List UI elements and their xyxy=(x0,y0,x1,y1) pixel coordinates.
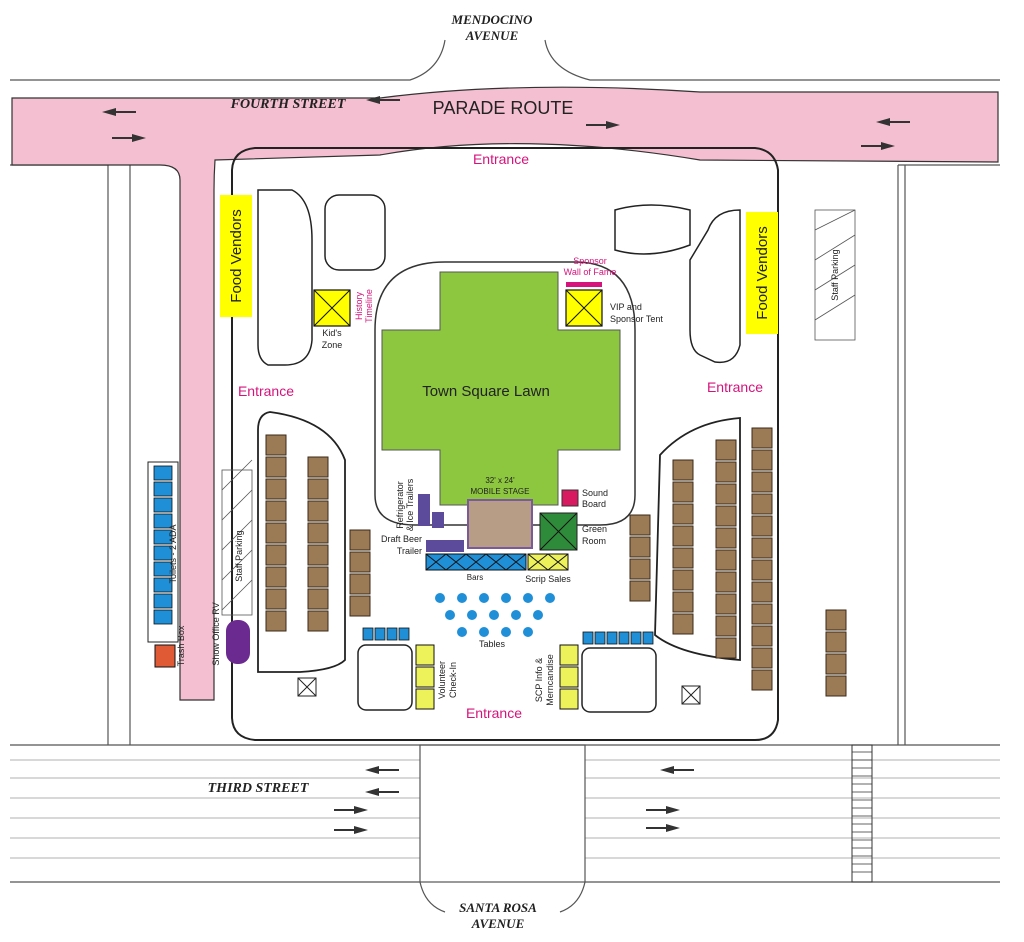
third-street-label: THIRD STREET xyxy=(208,781,310,796)
refrigerator-label-2: & Ice Trailers xyxy=(405,478,415,531)
town-square-lawn xyxy=(381,271,621,506)
entrance-right-label: Entrance xyxy=(707,379,763,395)
refrigerator-trailer xyxy=(418,494,430,526)
green-room-label-2: Room xyxy=(582,536,606,546)
upper-left-seating xyxy=(324,194,386,271)
draft-beer-label-2: Trailer xyxy=(397,546,422,556)
site-boundary xyxy=(231,147,779,741)
tables xyxy=(435,593,555,637)
small-labels: Kid's Zone VIP and Sponsor Tent 32' x 24… xyxy=(322,302,664,649)
toilets xyxy=(153,465,654,645)
crosswalk-stripes xyxy=(852,751,872,873)
tables-label: Tables xyxy=(479,639,506,649)
bottom-left-planter xyxy=(357,644,413,711)
left-dining-pod xyxy=(257,189,313,366)
staff-parking-right-label: Staff Parking xyxy=(830,249,840,300)
fourth-street-arrows xyxy=(102,96,910,150)
right-vendor-area xyxy=(654,417,741,661)
trash-box xyxy=(154,644,176,668)
green-room-x xyxy=(539,512,578,551)
mendocino-avenue-label: AVENUE xyxy=(465,28,519,43)
draft-beer-trailer xyxy=(426,540,464,552)
street-labels: MENDOCINO AVENUE FOURTH STREET THIRD STR… xyxy=(208,12,574,931)
volunteer-label-2: Check-In xyxy=(448,662,458,698)
sponsor-wall-label-1: Sponsor xyxy=(573,256,607,266)
refrigerator-trailer-2 xyxy=(432,512,444,528)
food-vendors-right-block xyxy=(746,212,778,334)
santa-rosa-label: SANTA ROSA xyxy=(459,900,537,915)
vip-label-2: Sponsor Tent xyxy=(610,314,663,324)
yellow-booths xyxy=(415,644,579,710)
sound-board-label-2: Board xyxy=(582,499,606,509)
sponsor-wall-label-2: Wall of Fame xyxy=(564,267,617,277)
mendocino-label: MENDOCINO xyxy=(451,12,534,27)
kids-zone xyxy=(313,289,351,327)
show-office-rv xyxy=(226,620,250,664)
trash-box-label: Trash Box xyxy=(176,625,186,666)
food-vendors-left-label: Food Vendors xyxy=(228,209,245,302)
history-timeline-label-1: History xyxy=(354,292,364,321)
entrance-left-label: Entrance xyxy=(238,383,294,399)
right-dining-pod xyxy=(689,209,741,364)
show-office-label: Show Office RV xyxy=(211,602,221,665)
kids-zone-label-1: Kid's xyxy=(322,328,342,338)
entrance-top-label: Entrance xyxy=(473,151,529,167)
entrance-bottom-label: Entrance xyxy=(466,705,522,721)
bottom-right-planter xyxy=(581,647,657,713)
fourth-street-label: FOURTH STREET xyxy=(230,97,347,112)
parade-route xyxy=(11,86,999,701)
santa-rosa-avenue-label: AVENUE xyxy=(471,916,525,931)
bars-row xyxy=(425,553,569,571)
bars-label: Bars xyxy=(467,573,483,582)
sound-board-label-1: Sound xyxy=(582,488,608,498)
staff-parking-left-label: Staff Parking xyxy=(234,530,244,581)
upper-right-seating xyxy=(614,204,691,255)
stage-label-1: 32' x 24' xyxy=(485,476,515,485)
vip-label-1: VIP and xyxy=(610,302,642,312)
rotated-labels: Refrigerator & Ice Trailers Volunteer Ch… xyxy=(168,249,840,705)
toilets-enclosure xyxy=(147,461,179,643)
kids-zone-label-2: Zone xyxy=(322,340,343,350)
third-street-arrows xyxy=(334,766,694,834)
food-vendors-left-block xyxy=(220,195,252,317)
toilets-label: Toilets - 2 ADA xyxy=(168,524,178,583)
refrigerator-label-1: Refrigerator xyxy=(395,481,405,529)
scrip-sales-label: Scrip Sales xyxy=(525,574,571,584)
sound-board xyxy=(561,489,579,507)
small-x-markers xyxy=(297,677,701,705)
scp-info-label-2: Merncandise xyxy=(545,654,555,706)
pink-labels: History Timeline Sponsor Wall of Fame xyxy=(354,256,616,323)
parade-route-label: PARADE ROUTE xyxy=(433,98,574,118)
stage-label-2: MOBILE STAGE xyxy=(471,487,530,496)
left-vendor-area xyxy=(257,411,346,673)
mobile-stage xyxy=(467,499,533,549)
vendor-booths xyxy=(265,427,847,697)
green-room-label-1: Green xyxy=(582,524,607,534)
town-square-lawn-label: Town Square Lawn xyxy=(422,383,550,400)
scp-info-label-1: SCP Info & xyxy=(534,658,544,702)
draft-beer-label-1: Draft Beer xyxy=(381,534,422,544)
entrance-labels: Entrance Entrance Entrance Entrance xyxy=(238,151,763,721)
staff-parking-hatch xyxy=(221,209,856,616)
vip-tent xyxy=(565,282,603,327)
food-vendors-right-label: Food Vendors xyxy=(754,226,771,319)
volunteer-label-1: Volunteer xyxy=(437,661,447,699)
history-timeline-label-2: Timeline xyxy=(364,289,374,323)
